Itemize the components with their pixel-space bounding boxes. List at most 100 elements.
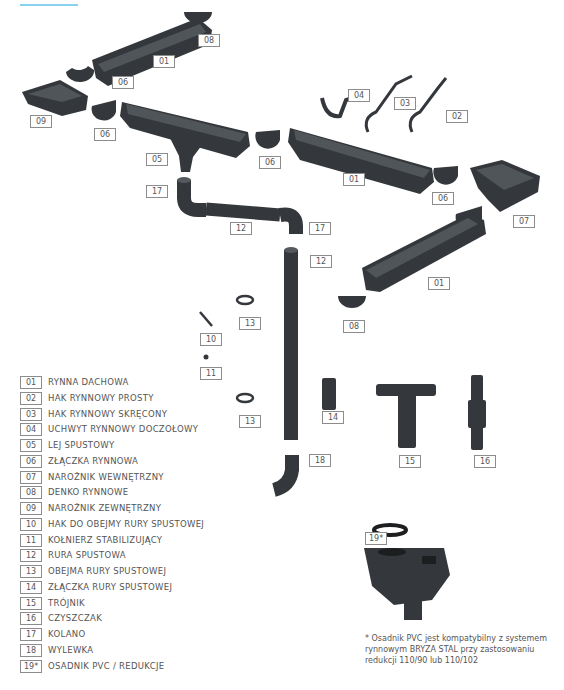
callout-number: 10: [200, 333, 222, 346]
part-name: RYNNA DACHOWA: [48, 377, 129, 388]
joint: [92, 100, 116, 120]
gutter: [92, 18, 212, 86]
legend-row: 10HAK DO OBEJMY RURY SPUSTOWEJ: [20, 518, 320, 531]
callout-number: 08: [198, 34, 220, 47]
legend-row: 17KOLANO: [20, 628, 320, 641]
callout-number: 06: [259, 156, 281, 169]
callout-number: 05: [20, 439, 42, 452]
pipe-connector: [322, 378, 336, 410]
part-name: HAK RYNNOWY SKRĘCONY: [48, 409, 167, 420]
callout-number: 06: [112, 76, 134, 89]
callout-number: 03: [20, 408, 42, 421]
footnote: * Osadnik PVC jest kompatybilny z system…: [365, 633, 557, 666]
legend-row: 07NAROŻNIK WEWNĘTRZNY: [20, 471, 320, 484]
callout-number: 18: [20, 644, 42, 657]
callout-text: 01: [349, 175, 359, 184]
callout-text: 12: [316, 257, 326, 266]
legend-row: 19*OSADNIK PVC / REDUKCJE: [20, 660, 320, 673]
part-name: KOŁNIERZ STABILIZUJĄCY: [48, 535, 162, 546]
pipe-top: [177, 177, 191, 183]
callout-number: 07: [20, 471, 42, 484]
callout-number: 15: [399, 455, 421, 468]
callout-number: 19*: [365, 532, 387, 545]
callout-number: 06: [20, 455, 42, 468]
callout-text: 08: [349, 322, 359, 331]
legend-row: 03 HAK RYNNOWY SKRĘCONY: [20, 408, 320, 421]
elbow: [184, 180, 206, 210]
joint: [66, 66, 94, 82]
part-name: LEJ SPUSTOWY: [48, 440, 115, 451]
callout-text: 03: [400, 99, 410, 108]
callout-text: 18: [315, 456, 325, 465]
part-name: ZŁĄCZKA RYNNOWA: [48, 456, 138, 467]
clip-hook: [200, 312, 212, 326]
end-cap: [338, 296, 366, 308]
part-name: WYLEWKA: [48, 645, 93, 656]
tee: [398, 392, 416, 448]
callout-number: 08: [20, 486, 42, 499]
part-name: UCHWYT RYNNOWY DOCZOŁOWY: [48, 424, 198, 435]
callout-number: 08: [343, 320, 365, 333]
legend-row: 02HAK RYNNOWY PROSTY: [20, 392, 320, 405]
legend-row: 08DENKO RYNNOWE: [20, 486, 320, 499]
joint: [433, 166, 458, 185]
callout-text: 07: [519, 217, 529, 226]
callout-text: 09: [36, 117, 46, 126]
legend-row: 05 LEJ SPUSTOWY: [20, 439, 320, 452]
callout-text: 13: [245, 319, 255, 328]
callout-number: 12: [310, 255, 332, 268]
pipes: [184, 180, 296, 490]
joint: [255, 130, 280, 149]
callout-text: 06: [118, 78, 128, 87]
callout-text: 02: [452, 112, 462, 121]
callout-number: 06: [94, 128, 116, 141]
callout-number: 16: [474, 455, 496, 468]
spout: [274, 455, 292, 490]
legend-row: 09NAROŻNIK ZEWNĘTRZNY: [20, 502, 320, 515]
callout-number: 04: [348, 89, 370, 102]
part-name: ZŁĄCZKA RURY SPUSTOWEJ: [48, 582, 172, 593]
callout-number: 10: [20, 518, 42, 531]
callout-number: 09: [30, 115, 52, 128]
callout-number: 01: [153, 55, 175, 68]
callout-text: 17: [152, 187, 162, 196]
callout-number: 14: [322, 411, 344, 424]
callout-text: 15: [405, 457, 415, 466]
downpipe: [284, 250, 298, 440]
callout-text: 14: [328, 413, 338, 422]
callout-text: 19*: [369, 534, 383, 543]
callout-number: 13: [20, 565, 42, 578]
callout-number: 04: [20, 423, 42, 436]
accent-line: [20, 4, 78, 6]
elbow: [280, 214, 296, 234]
callout-number: 16: [20, 612, 42, 625]
legend-row: 18 WYLEWKA: [20, 644, 320, 657]
callout-text: 04: [354, 91, 364, 100]
outlet: [170, 138, 202, 172]
pipe: [206, 209, 280, 215]
legend-row: 16 CZYSZCZAK: [20, 612, 320, 625]
part-name: OBEJMA RURY SPUSTOWEJ: [48, 566, 166, 577]
clip: [237, 394, 253, 402]
callout-number: 01: [20, 376, 42, 389]
callout-text: 05: [152, 155, 162, 164]
callout-number: 12: [20, 549, 42, 562]
part-name: HAK RYNNOWY PROSTY: [48, 393, 154, 404]
callout-text: 16: [480, 457, 490, 466]
callout-number: 13: [239, 415, 261, 428]
hook: [366, 76, 412, 132]
outer-corner: [22, 80, 88, 116]
callout-number: 13: [239, 317, 261, 330]
callout-text: 06: [100, 130, 110, 139]
legend-row: 14ZŁĄCZKA RURY SPUSTOWEJ: [20, 581, 320, 594]
gutter-inner: [126, 104, 246, 142]
trap-outlet: [404, 600, 422, 620]
trap-body: [364, 548, 450, 605]
gutter: [288, 128, 434, 194]
part-name: RURA SPUSTOWA: [48, 550, 126, 561]
part-name: OSADNIK PVC / REDUKCJE: [48, 661, 164, 672]
corner-inner: [28, 84, 82, 102]
callout-text: 06: [265, 158, 275, 167]
gutter-inner: [98, 24, 206, 72]
part-name: CZYSZCZAK: [48, 613, 102, 624]
